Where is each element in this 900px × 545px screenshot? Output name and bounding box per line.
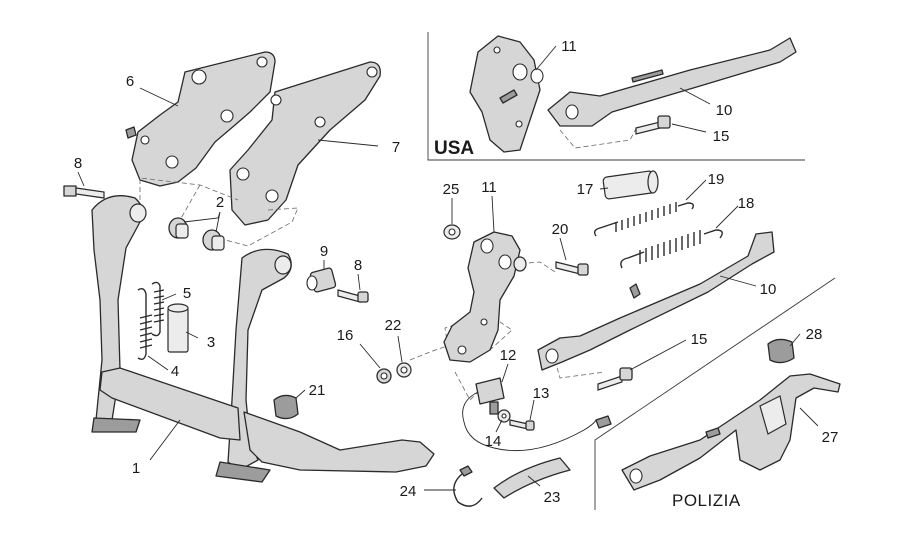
washer [396,362,412,378]
rubber-pad-21 [273,394,299,420]
mounting-plate-right [229,61,381,226]
bushing-lower [202,229,225,251]
callout-labels: 6 7 8 2 5 3 4 9 8 21 1 16 22 25 11 20 17… [74,38,839,506]
callout-11-usa: 11 [561,38,577,55]
usa-inset-frame [427,32,805,161]
callout-11: 11 [481,179,497,196]
polizia-side-stand [621,373,841,491]
usa-label: USA [434,138,474,159]
sidestand-switch [462,377,612,452]
bolt-20 [555,261,589,276]
callout-10: 10 [760,281,777,298]
callout-15: 15 [691,331,708,348]
leader-lines [77,45,819,491]
callout-13: 13 [533,385,550,402]
bushing-upper [168,217,189,239]
hose-clamp [453,465,483,507]
spacer [306,267,337,293]
polizia-label: POLIZIA [672,491,741,510]
spring-4 [137,287,153,361]
sidestand-bracket [443,231,527,363]
callout-3: 3 [207,334,215,351]
callout-17: 17 [577,181,594,198]
washer-25 [443,224,461,240]
washer-14 [497,409,511,423]
center-stand [91,195,435,483]
callout-19: 19 [708,171,725,188]
callout-10-usa: 10 [716,102,733,119]
callout-22: 22 [385,317,402,334]
callout-7: 7 [392,139,400,156]
mounting-plate-left [125,51,276,187]
callout-27: 27 [822,429,839,446]
screw-13 [509,419,535,431]
polizia-rubber-pad [767,338,795,364]
callout-18: 18 [738,195,755,212]
callout-23: 23 [544,489,561,506]
callout-1: 1 [132,460,140,477]
spring-sleeve [602,170,659,200]
callout-20: 20 [552,221,569,238]
callout-12: 12 [500,347,517,364]
callout-21: 21 [309,382,326,399]
bolt-right [337,289,369,303]
side-stand [537,231,775,371]
usa-bracket [469,35,544,153]
callout-4: 4 [171,363,179,380]
spring-19 [593,202,695,237]
callout-15-usa: 15 [713,128,730,145]
hose [493,457,571,499]
callout-9: 9 [320,243,328,260]
spring-5 [151,281,165,337]
sleeve [167,303,189,353]
callout-5: 5 [183,285,191,302]
polizia-inset-frame [594,277,836,510]
callout-14: 14 [485,433,502,450]
callout-16: 16 [337,327,354,344]
spring-18 [620,229,723,269]
callout-25: 25 [443,181,460,198]
nut [376,368,392,384]
callout-2: 2 [216,194,224,211]
bolt-15 [597,367,633,391]
callout-24: 24 [400,483,417,500]
callout-28: 28 [806,326,823,343]
usa-side-stand [547,37,797,127]
callout-6: 6 [126,73,134,90]
usa-bolt [635,115,671,135]
bolt-left [63,185,105,199]
callout-8-left: 8 [74,155,82,172]
callout-8-right: 8 [354,257,362,274]
